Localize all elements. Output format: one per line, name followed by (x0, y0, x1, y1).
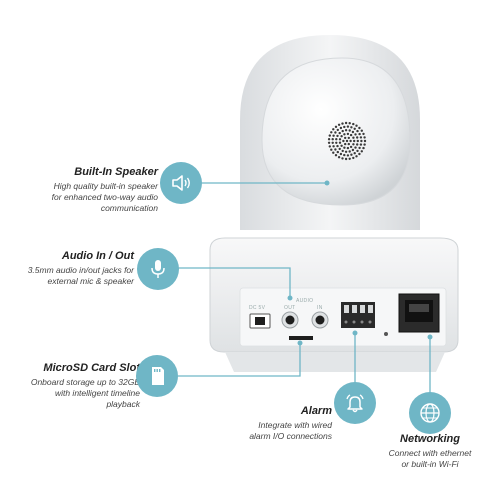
reset-button (384, 332, 388, 336)
ethernet-port (398, 293, 440, 333)
callout-audio: Audio In / Out 3.5mm audio in/out jacks … (2, 250, 134, 287)
speaker-grille (327, 121, 367, 161)
callout-alarm: Alarm Integrate with wired alarm I/O con… (222, 405, 332, 442)
port-label-in: IN (317, 305, 323, 311)
alarm-bell-icon (334, 382, 376, 424)
microsd-slot (289, 336, 313, 340)
audio-out-jack (281, 311, 299, 329)
globe-icon (409, 392, 451, 434)
callout-title: MicroSD Card Slot (43, 362, 140, 374)
port-label-dc: DC 5V (249, 305, 266, 311)
callout-networking: Networking Connect with ethernet or buil… (375, 433, 485, 470)
callout-description: Integrate with wired alarm I/O connectio… (249, 420, 332, 441)
callout-title: Audio In / Out (61, 250, 134, 262)
dc-power-port (249, 313, 271, 329)
port-label-out: OUT (284, 305, 296, 311)
port-label-audio: AUDIO (296, 298, 314, 304)
callout-description: 3.5mm audio in/out jacks for external mi… (27, 265, 134, 286)
camera-head (240, 35, 420, 230)
audio-in-jack (311, 311, 329, 329)
speaker-icon (160, 162, 202, 204)
callout-description: High quality built-in speaker for enhanc… (51, 181, 158, 213)
callout-title: Networking (400, 433, 460, 445)
callout-microsd: MicroSD Card Slot Onboard storage up to … (10, 362, 140, 410)
callout-title: Alarm (300, 405, 332, 417)
callout-speaker: Built-In Speaker High quality built-in s… (20, 166, 158, 214)
callout-description: Onboard storage up to 32GB with intellig… (30, 377, 140, 409)
sd-card-icon (136, 355, 178, 397)
callout-title: Built-In Speaker (74, 166, 158, 178)
microphone-icon (137, 248, 179, 290)
callout-description: Connect with ethernet or built-in Wi-Fi (388, 448, 472, 469)
callout-lines (178, 182, 431, 393)
alarm-terminal (341, 302, 375, 328)
